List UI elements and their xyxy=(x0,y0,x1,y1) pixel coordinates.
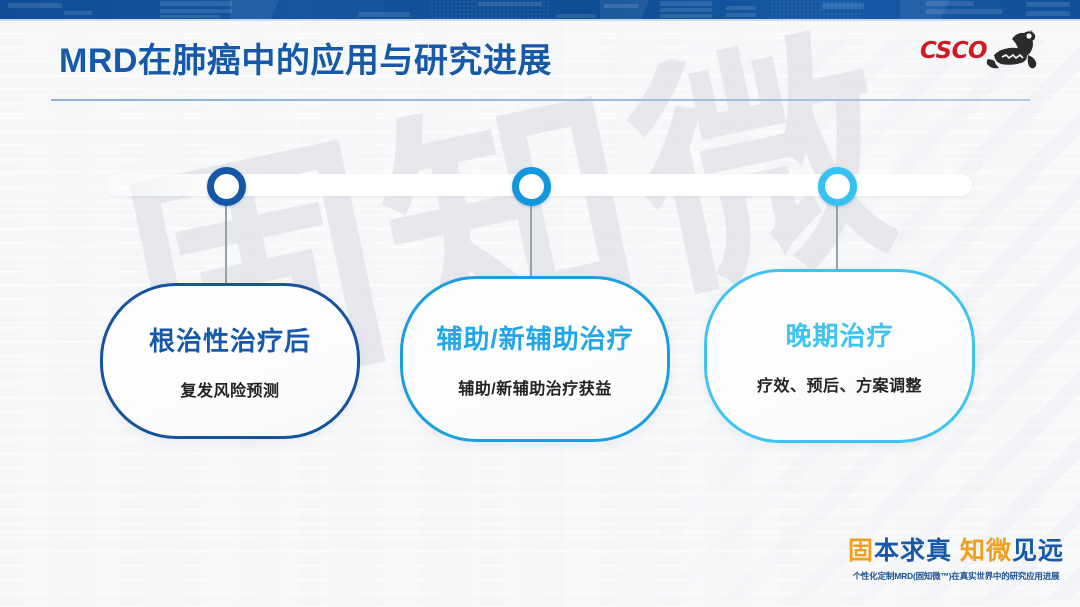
stage-card-1-subtitle: 复发风险预测 xyxy=(180,383,280,400)
brand-logo: 固本求真 知微见远 个性化定制MRD(固知微™)在真实世界中的研究应用进展 xyxy=(845,537,1067,594)
top-band-edge xyxy=(0,19,1080,21)
timeline-marker-1[interactable] xyxy=(207,167,246,206)
stage-card-3-subtitle: 疗效、预后、方案调整 xyxy=(756,378,922,395)
connector-line-3 xyxy=(836,201,838,269)
stage-card-3-title: 晚期治疗 xyxy=(785,321,894,351)
brand-part-1: 固 xyxy=(847,537,874,565)
csco-logo-text: CSCO xyxy=(920,38,988,64)
stage-card-2[interactable]: 辅助/新辅助治疗 辅助/新辅助治疗获益 xyxy=(400,276,670,442)
stage-card-1[interactable]: 根治性治疗后 复发风险预测 xyxy=(100,283,360,439)
stage-card-3[interactable]: 晚期治疗 疗效、预后、方案调整 xyxy=(704,269,975,443)
csco-dragon-emblem-icon: ® xyxy=(986,29,1037,69)
csco-logo: CSCO ® xyxy=(920,27,1042,73)
page-title: MRD在肺癌中的应用与研究进展 xyxy=(59,42,552,80)
connector-line-1 xyxy=(225,201,227,283)
stage-card-2-title: 辅助/新辅助治疗 xyxy=(436,324,634,354)
timeline-marker-2[interactable] xyxy=(512,167,551,206)
stage-card-1-title: 根治性治疗后 xyxy=(148,326,311,356)
brand-part-3: 知微 xyxy=(959,537,1012,565)
stage-card-2-subtitle: 辅助/新辅助治疗获益 xyxy=(458,381,612,398)
timeline-marker-3[interactable] xyxy=(818,167,857,206)
top-decorative-band xyxy=(0,0,1080,19)
brand-part-2: 本求真 xyxy=(874,537,953,565)
title-divider xyxy=(51,99,1030,101)
brand-logo-title: 固本求真 知微见远 xyxy=(845,537,1067,566)
connector-line-2 xyxy=(530,201,532,276)
svg-text:®: ® xyxy=(1030,29,1033,34)
brand-part-4: 见远 xyxy=(1011,537,1064,565)
brand-tagline: 个性化定制MRD(固知微™)在真实世界中的研究应用进展 xyxy=(852,570,1060,581)
